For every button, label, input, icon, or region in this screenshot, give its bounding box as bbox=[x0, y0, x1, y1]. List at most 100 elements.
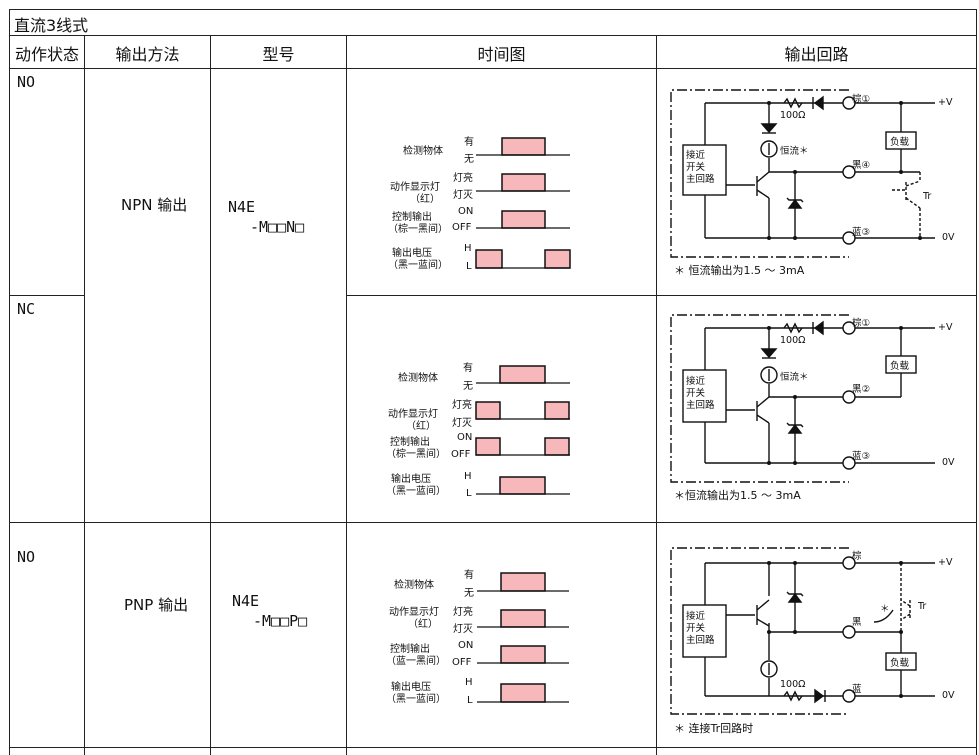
timing-level: OFF bbox=[452, 222, 472, 233]
main-label: 主回路 bbox=[686, 400, 715, 411]
vplus-label: +V bbox=[938, 322, 953, 333]
main-label: 主回路 bbox=[686, 174, 715, 185]
resistor-label: 100Ω bbox=[780, 335, 806, 346]
header-circuit: 输出回路 bbox=[784, 45, 849, 64]
timing-level: 有 bbox=[463, 363, 473, 374]
state-nc: NC bbox=[17, 300, 36, 318]
timing-level: L bbox=[466, 261, 472, 272]
timing-level: L bbox=[466, 488, 472, 499]
vplus-label: +V bbox=[938, 97, 953, 108]
main-circuit-box: 接近开关主回路 bbox=[686, 376, 715, 412]
load-label: 负载 bbox=[890, 361, 910, 372]
timing-level: 灯灭 bbox=[453, 624, 473, 635]
model-npn-line2: -M□□N□ bbox=[250, 218, 305, 236]
timing-label: （红） bbox=[406, 421, 436, 432]
blue-label: 蓝③ bbox=[852, 227, 871, 238]
star-label: ＊ bbox=[880, 604, 890, 615]
tr-label: Tr bbox=[918, 601, 927, 612]
timing-level: OFF bbox=[451, 449, 471, 460]
model-npn-line1: N4E bbox=[228, 198, 256, 216]
timing-label: 动作显示灯 bbox=[390, 182, 440, 193]
cc-label: 恒流＊ bbox=[780, 372, 809, 383]
brown-label: 棕① bbox=[852, 94, 871, 105]
vzero-label: 0V bbox=[942, 457, 955, 468]
timing-level: ON bbox=[458, 640, 474, 651]
timing-label: （黑一蓝间） bbox=[388, 260, 448, 271]
vplus-label: +V bbox=[938, 557, 953, 568]
timing-label: 控制输出 bbox=[392, 212, 432, 223]
timing-level: 有 bbox=[464, 137, 474, 148]
blue-label: 蓝 bbox=[852, 684, 862, 695]
table-title: 直流3线式 bbox=[14, 16, 89, 35]
timing-label: 检测物体 bbox=[403, 146, 443, 157]
vzero-label: 0V bbox=[942, 232, 955, 243]
timing-level: ON bbox=[458, 206, 474, 217]
main-label: 接近 bbox=[686, 611, 706, 622]
timing-level: 灯亮 bbox=[452, 400, 472, 411]
timing-level: H bbox=[464, 243, 472, 254]
timing-level: 灯亮 bbox=[453, 173, 473, 184]
main-circuit-box: 接近开关主回路 bbox=[686, 611, 715, 647]
state-no-pnp: NO bbox=[17, 548, 36, 566]
header-timing: 时间图 bbox=[477, 45, 526, 64]
state-no-npn: NO bbox=[17, 73, 36, 91]
timing-level: H bbox=[465, 677, 473, 688]
timing-label: 输出电压 bbox=[391, 474, 431, 485]
timing-label: 控制输出 bbox=[390, 644, 430, 655]
black-label: 黑② bbox=[852, 384, 871, 395]
header-method: 输出方法 bbox=[115, 45, 180, 64]
timing-label: （棕一黑间） bbox=[386, 449, 446, 460]
brown-label: 棕 bbox=[852, 551, 862, 562]
timing-label: （黑一蓝间） bbox=[386, 486, 446, 497]
timing-label: 动作显示灯 bbox=[389, 607, 439, 618]
model-pnp-line2: -M□□P□ bbox=[253, 612, 308, 630]
timing-level: 有 bbox=[464, 570, 474, 581]
circuit-note: ＊ 恒流输出为1.5 ～ 3mA bbox=[674, 264, 805, 277]
timing-level: 灯亮 bbox=[453, 607, 473, 618]
load-label: 负载 bbox=[890, 658, 910, 669]
timing-level: ON bbox=[457, 432, 473, 443]
timing-level: 灯灭 bbox=[452, 418, 472, 429]
timing-level: 灯灭 bbox=[453, 190, 473, 201]
timing-level: 无 bbox=[464, 154, 474, 165]
timing-label: （红） bbox=[410, 194, 440, 205]
circuit-note: ＊ 连接Tr回路时 bbox=[674, 722, 754, 735]
timing-level: 无 bbox=[464, 588, 474, 599]
timing-label: 检测物体 bbox=[398, 373, 438, 384]
tr-label: Tr bbox=[923, 191, 932, 202]
timing-level: 无 bbox=[463, 381, 473, 392]
load-label: 负载 bbox=[890, 137, 910, 148]
resistor-label: 100Ω bbox=[780, 110, 806, 121]
timing-label: 输出电压 bbox=[391, 682, 431, 693]
model-pnp-line1: N4E bbox=[232, 592, 260, 610]
timing-label: 检测物体 bbox=[394, 580, 434, 591]
main-label: 接近 bbox=[686, 150, 706, 161]
timing-label: 动作显示灯 bbox=[388, 409, 438, 420]
black-label: 黑 bbox=[852, 617, 862, 628]
main-label: 主回路 bbox=[686, 635, 715, 646]
main-label: 开关 bbox=[686, 388, 706, 399]
main-circuit-box: 接近开关主回路 bbox=[686, 150, 715, 186]
timing-level: OFF bbox=[452, 657, 472, 668]
timing-label: （蓝一黑间） bbox=[386, 656, 446, 667]
blue-label: 蓝③ bbox=[852, 451, 871, 462]
timing-label: （黑一蓝间） bbox=[386, 694, 446, 705]
timing-label: （棕一黑间） bbox=[388, 224, 448, 235]
brown-label: 棕① bbox=[852, 318, 871, 329]
black-label: 黑④ bbox=[852, 160, 871, 171]
circuit-note: ＊恒流输出为1.5 ～ 3mA bbox=[674, 489, 801, 502]
cc-label: 恒流＊ bbox=[780, 146, 809, 157]
vzero-label: 0V bbox=[942, 690, 955, 701]
resistor-label: 100Ω bbox=[780, 679, 806, 690]
header-model: 型号 bbox=[262, 45, 295, 64]
main-label: 开关 bbox=[686, 162, 706, 173]
timing-label: 输出电压 bbox=[392, 248, 432, 259]
method-npn: NPN 输出 bbox=[121, 196, 188, 214]
